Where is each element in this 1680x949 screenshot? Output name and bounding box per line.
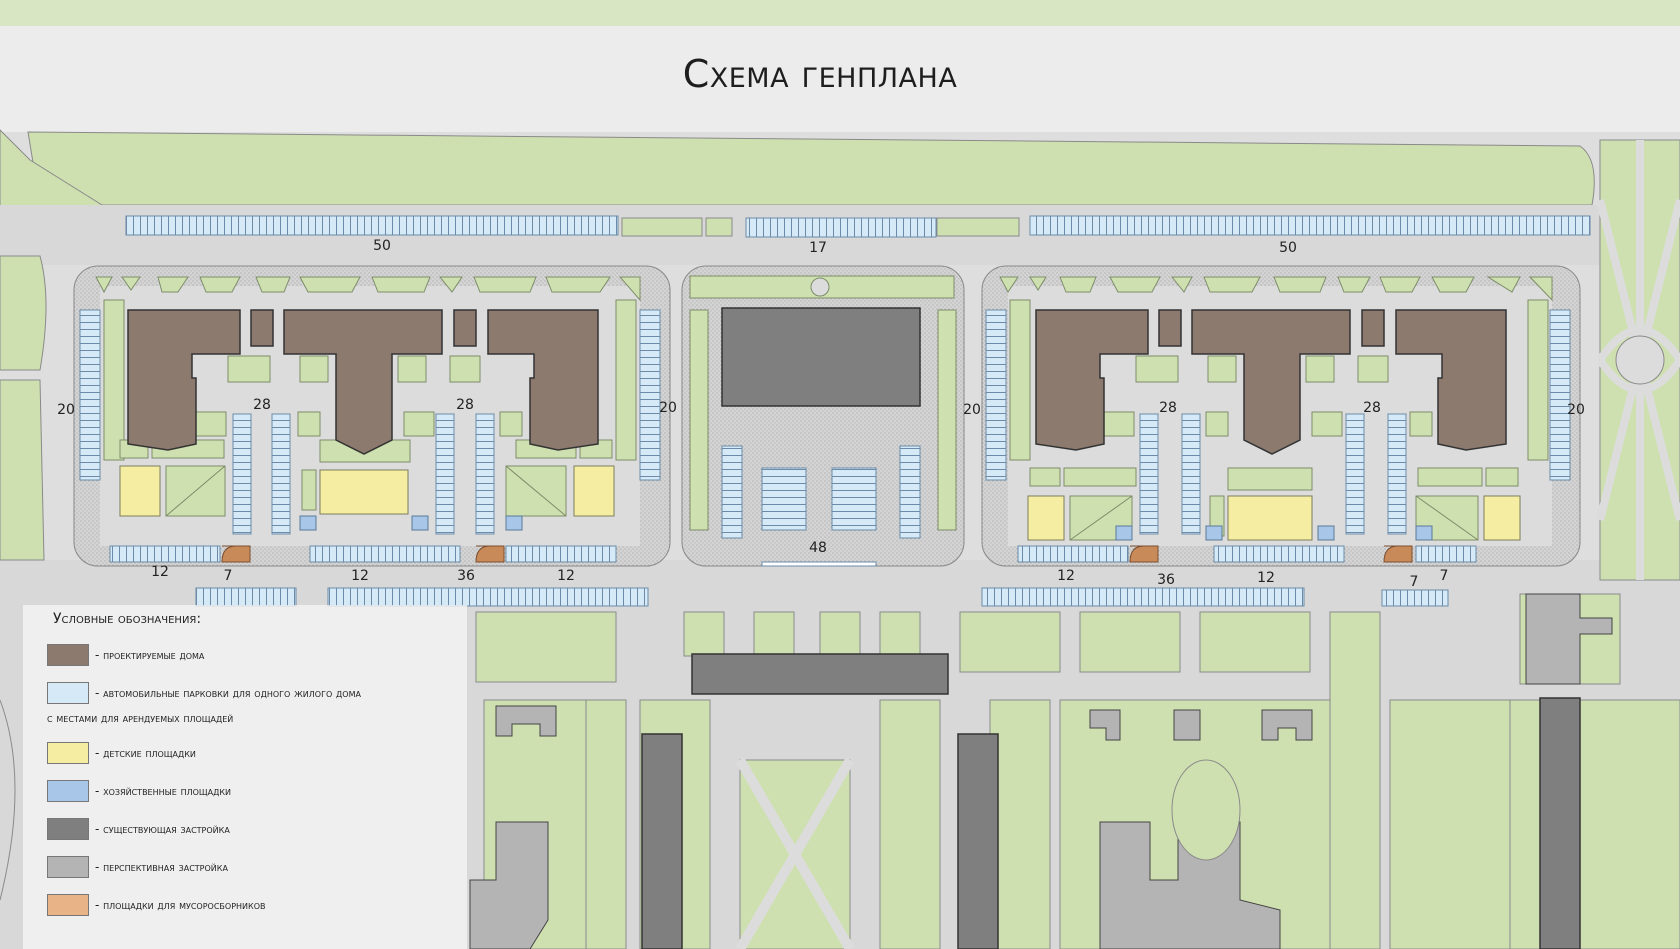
bottom-parking-row — [195, 587, 1449, 607]
legend-swatch — [47, 894, 89, 916]
parking-count-label: 12 — [151, 564, 169, 580]
parking-count-label: 20 — [57, 402, 75, 418]
parking-count-label: 28 — [253, 397, 271, 413]
legend-item-utility-areas: - хозяйственные площадки — [47, 779, 231, 803]
top-green-strip — [0, 0, 1680, 26]
legend-swatch — [47, 818, 89, 840]
parking-count-label: 50 — [1279, 240, 1297, 256]
map-legend: Условные обозначения: - проектируемые до… — [23, 605, 467, 949]
legend-item-designed-houses: - проектируемые дома — [47, 643, 204, 667]
parking-count-label: 20 — [659, 400, 677, 416]
legend-label: - существующая застройка — [95, 822, 230, 836]
parking-count-label: 12 — [557, 568, 575, 584]
existing-building — [1539, 697, 1581, 949]
designed-house-6 — [1395, 309, 1507, 451]
right-residential-block — [981, 265, 1581, 567]
parking-count-label: 28 — [1363, 400, 1381, 416]
existing-building-middle — [721, 307, 921, 407]
legend-label: - автомобильные парковки для одного жило… — [95, 686, 361, 700]
designed-house-4 — [1035, 309, 1149, 451]
legend-swatch — [47, 644, 89, 666]
legend-label: - площадки для мусоросборников — [95, 898, 266, 912]
legend-swatch — [47, 780, 89, 802]
parking-count-label: 20 — [963, 402, 981, 418]
parking-count-label: 12 — [351, 568, 369, 584]
middle-block — [681, 265, 965, 567]
parking-count-label: 50 — [373, 238, 391, 254]
designed-house-2 — [283, 309, 443, 455]
legend-heading: Условные обозначения: — [53, 611, 202, 627]
legend-label: - детские площадки — [95, 746, 196, 760]
legend-swatch — [47, 856, 89, 878]
legend-item-playgrounds: - детские площадки — [47, 741, 196, 765]
legend-label: - перспективная застройка — [95, 860, 228, 874]
designed-house-5 — [1191, 309, 1351, 455]
parking-count-label: 7 — [223, 568, 233, 584]
parking-count-label: 28 — [1159, 400, 1177, 416]
parking-count-label: 17 — [809, 240, 827, 256]
legend-item-existing-buildings: - существующая застройка — [47, 817, 230, 841]
existing-building — [641, 733, 683, 949]
parking-count-label: 20 — [1567, 402, 1585, 418]
title-band — [0, 26, 1680, 132]
parking-count-label: 7 — [1439, 568, 1449, 584]
parking-count-label: 12 — [1057, 568, 1075, 584]
left-residential-block — [73, 265, 671, 567]
right-park — [1596, 139, 1680, 581]
legend-label: - хозяйственные площадки — [95, 784, 232, 798]
parking-count-label: 48 — [809, 540, 827, 556]
legend-item-parking: - автомобильные парковки для одного жило… — [47, 681, 361, 705]
boulevard-green — [27, 131, 1595, 206]
legend-swatch — [47, 742, 89, 764]
parking-count-label: 28 — [456, 397, 474, 413]
designed-house-3 — [487, 309, 599, 451]
legend-item-future-buildings: - перспективная застройка — [47, 855, 228, 879]
page-title: Схема генплана — [682, 52, 958, 96]
legend-label: - проектируемые дома — [95, 648, 205, 662]
legend-swatch — [47, 682, 89, 704]
parking-count-label: 36 — [1157, 572, 1175, 588]
legend-label-continuation: с местами для арендуемых площадей — [47, 711, 234, 725]
legend-item-waste-areas: - площадки для мусоросборников — [47, 893, 266, 917]
parking-count-label: 7 — [1409, 574, 1419, 590]
parking-count-label: 12 — [1257, 570, 1275, 586]
existing-building — [957, 733, 999, 949]
existing-building — [691, 653, 949, 695]
designed-house-1 — [127, 309, 241, 451]
top-parking-row — [125, 215, 1591, 238]
parking-count-label: 36 — [457, 568, 475, 584]
